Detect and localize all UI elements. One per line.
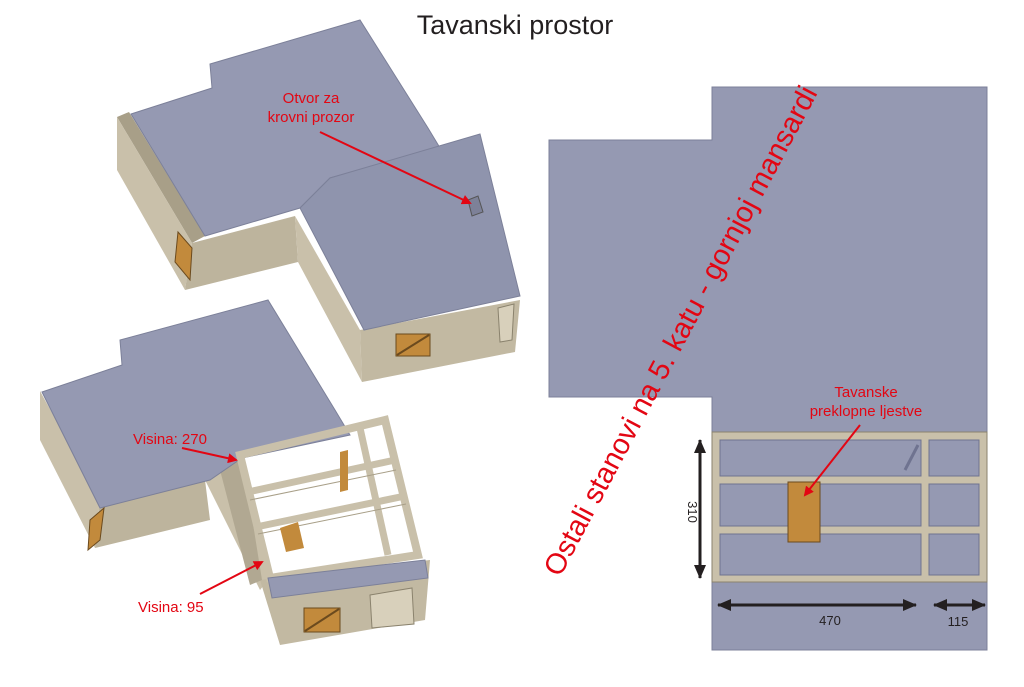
plan-view: [548, 86, 988, 651]
height-270-label: Visina: 270: [133, 431, 207, 448]
roof-model-open: [40, 299, 430, 645]
skylight-label-line1: Otvor za: [283, 90, 340, 107]
diagram-title: Tavanski prostor: [416, 10, 614, 40]
roof-model-closed: [117, 19, 521, 382]
folding-ladder: [787, 481, 821, 543]
height-270-arrow: [181, 447, 238, 464]
ladder-label-line2: preklopne ljestve: [810, 403, 923, 420]
height-95-label: Visina: 95: [138, 599, 204, 616]
ladder-label-line1: Tavanske: [834, 384, 897, 401]
skylight-label-line2: krovni prozor: [268, 109, 355, 126]
dim-label-470: 470: [819, 613, 841, 628]
height-95-arrow: [199, 561, 264, 595]
skylight-arrow: [319, 131, 472, 205]
dim-label-310: 310: [685, 501, 700, 523]
dim-label-115: 115: [948, 614, 969, 629]
ladder-arrow: [803, 424, 861, 497]
